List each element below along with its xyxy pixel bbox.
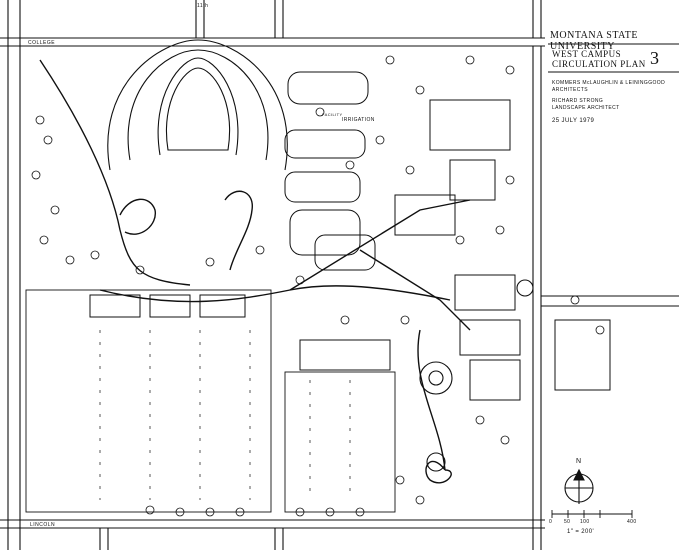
street-label-lincoln: LINCOLN [30, 522, 56, 528]
building-blocks [89, 71, 611, 401]
walkways [39, 59, 471, 484]
stadium [107, 39, 288, 171]
north-arrow-icon [564, 468, 594, 504]
title-block-frame [548, 43, 679, 73]
landscape-line2: LANDSCAPE ARCHITECT [552, 105, 620, 111]
plan-title-line2: CIRCULATION PLAN [552, 59, 646, 69]
roundabouts [419, 279, 534, 472]
scale-tick-50: 50 [564, 519, 571, 525]
university-title: MONTANA STATE UNIVERSITY [550, 30, 638, 52]
street-label-college: COLLEGE [28, 40, 56, 46]
scale-tick-0: 0 [549, 519, 553, 525]
plan-number: 3 [650, 48, 660, 68]
map-label-irrigation: IRRIGATION [342, 117, 375, 123]
scale-tick-100: 100 [580, 519, 590, 525]
architects-line2: ARCHITECTS [552, 87, 588, 93]
landscape-line1: RICHARD STRONG [552, 98, 604, 104]
scale-bar [551, 510, 633, 518]
scale-tick-400: 400 [627, 519, 637, 525]
street-label-11th: 11th [197, 3, 209, 9]
plan-date: 25 JULY 1979 [552, 118, 595, 124]
athletic-fields [25, 289, 396, 513]
architects-line1: KOMMERS McLAUGHLIN & LEININGGOOD [552, 80, 666, 86]
plan-title-line1: WEST CAMPUS [552, 49, 622, 59]
north-arrow-label: N [576, 458, 582, 465]
scale-ratio: 1" = 200' [567, 529, 595, 535]
field-markings [99, 330, 351, 500]
tree-clusters [31, 55, 605, 517]
map-label-building: FACILITY [322, 112, 343, 117]
